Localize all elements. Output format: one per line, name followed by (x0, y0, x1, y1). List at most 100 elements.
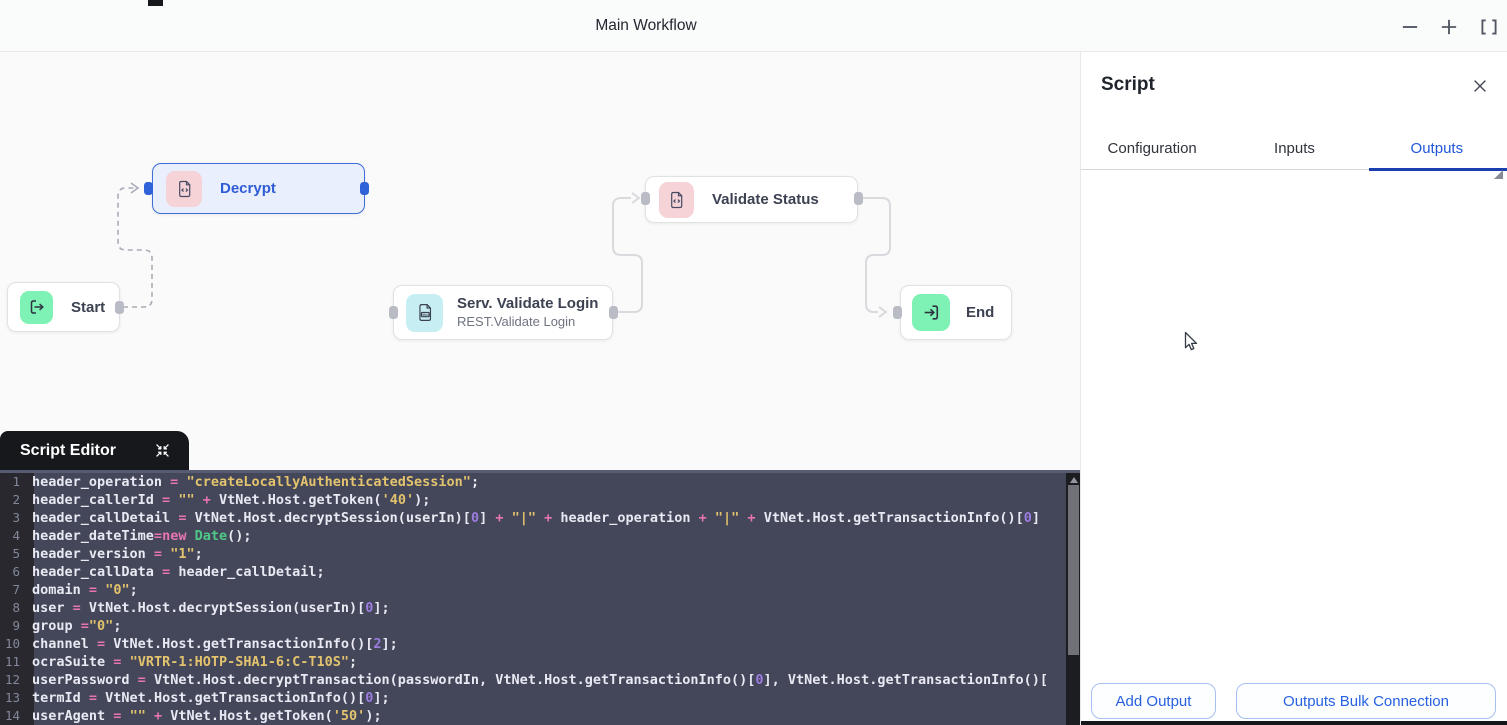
close-panel-button[interactable] (1471, 77, 1489, 95)
port-serv-in[interactable] (388, 305, 398, 319)
script-editor[interactable]: 1 header_operation = "createLocallyAuthen… (0, 470, 1082, 725)
node-start[interactable]: Start (7, 282, 120, 332)
code-text: header_operation = "createLocallyAuthent… (32, 474, 480, 490)
script-editor-title: Script Editor (20, 441, 117, 459)
port-start-out[interactable] (114, 300, 124, 314)
line-number: 9 (12, 618, 20, 633)
node-serv-subtitle: REST.Validate Login (457, 314, 576, 330)
code-text: channel = VtNet.Host.getTransactionInfo(… (32, 636, 398, 652)
port-decrypt-in[interactable] (144, 182, 153, 195)
port-end-in[interactable] (892, 305, 902, 319)
port-serv-out[interactable] (608, 305, 618, 319)
code-line[interactable]: 8 user = VtNet.Host.decryptSession(userIn… (0, 599, 1066, 617)
outputs-bulk-connection-button[interactable]: Outputs Bulk Connection (1236, 683, 1496, 719)
node-start-label: Start (71, 298, 106, 316)
code-text: header_callDetail = VtNet.Host.decryptSe… (32, 510, 1041, 526)
node-validate-status-label: Validate Status (712, 191, 819, 208)
plus-icon (1441, 19, 1457, 35)
https-file-icon: https (406, 293, 443, 332)
line-number: 1 (12, 474, 20, 489)
code-text: ocraSuite = "VRTR-1:HOTP-SHA1-6:C-T10S"; (32, 654, 358, 670)
line-number: 13 (4, 690, 20, 705)
code-line[interactable]: 5 header_version = "1"; (0, 545, 1066, 563)
https-icon-label: https (421, 313, 429, 317)
code-line[interactable]: 2 header_callerId = "" + VtNet.Host.getTo… (0, 491, 1066, 509)
line-number: 11 (4, 654, 20, 669)
port-validate-in[interactable] (640, 191, 650, 205)
code-line[interactable]: 11 ocraSuite = "VRTR-1:HOTP-SHA1-6:C-T10S… (0, 653, 1066, 671)
tab-outputs[interactable]: Outputs (1410, 140, 1464, 157)
edge-serv-validate (612, 197, 643, 313)
scroll-up-icon[interactable] (1070, 477, 1078, 483)
code-text: user = VtNet.Host.decryptSession(userIn)… (32, 600, 390, 616)
close-icon (1474, 80, 1486, 92)
line-number: 2 (12, 492, 20, 507)
code-text: termId = VtNet.Host.getTransactionInfo()… (32, 690, 390, 706)
fullscreen-icon (1481, 19, 1497, 35)
script-properties-panel: Script Configuration Inputs Outputs Add … (1080, 52, 1507, 725)
code-line[interactable]: 12 userPassword = VtNet.Host.decryptTrans… (0, 671, 1066, 689)
code-text: userAgent = "" + VtNet.Host.getToken('50… (32, 708, 382, 724)
node-end[interactable]: End (900, 285, 1012, 340)
panel-bottom-strip (1081, 721, 1507, 725)
node-serv-title: Serv. Validate Login (457, 294, 599, 312)
line-number: 10 (4, 636, 20, 651)
code-line[interactable]: 6 header_callData = header_callDetail; (0, 563, 1066, 581)
line-number: 12 (4, 672, 20, 687)
node-serv-validate-login[interactable]: https Serv. Validate Login REST.Validate… (393, 285, 613, 340)
active-tab-underline (1369, 168, 1507, 171)
line-number: 3 (12, 510, 20, 525)
port-decrypt-out[interactable] (360, 182, 369, 195)
code-text: header_callData = header_callDetail; (32, 564, 325, 580)
collapse-icon (156, 444, 169, 457)
node-end-label: End (966, 304, 995, 321)
resize-grip-icon[interactable] (1494, 170, 1503, 179)
code-text: header_version = "1"; (32, 546, 203, 562)
code-line[interactable]: 13 termId = VtNet.Host.getTransactionInfo… (0, 689, 1066, 707)
zoom-button[interactable] (1437, 15, 1461, 39)
top-edge-notch (148, 0, 163, 6)
window-title: Main Workflow (595, 17, 697, 34)
edge-validate-end (860, 197, 891, 313)
code-text: userPassword = VtNet.Host.decryptTransac… (32, 672, 1049, 688)
end-icon (912, 294, 950, 331)
fullscreen-button[interactable] (1477, 15, 1501, 39)
node-decrypt-label: Decrypt (220, 180, 276, 197)
panel-title: Script (1101, 74, 1155, 95)
code-area[interactable]: 1 header_operation = "createLocallyAuthen… (0, 473, 1066, 725)
code-line[interactable]: 3 header_callDetail = VtNet.Host.decryptS… (0, 509, 1066, 527)
script-editor-tab[interactable]: Script Editor (0, 431, 189, 470)
minimize-icon (1402, 26, 1418, 28)
port-validate-out[interactable] (853, 191, 863, 205)
line-number: 5 (12, 546, 20, 561)
edge-start-decrypt-arrow (130, 182, 140, 194)
line-number: 7 (12, 582, 20, 597)
add-output-button[interactable]: Add Output (1091, 683, 1216, 719)
code-text: header_callerId = "" + VtNet.Host.getTok… (32, 492, 431, 508)
edge-serv-validate-arrow (631, 192, 641, 204)
collapse-editor-button[interactable] (154, 442, 171, 459)
titlebar: Main Workflow (0, 0, 1507, 52)
node-decrypt[interactable]: Decrypt (152, 163, 365, 214)
mouse-cursor (1184, 331, 1199, 357)
script-file-icon (659, 181, 694, 218)
edge-validate-end-arrow (878, 306, 888, 318)
code-line[interactable]: 1 header_operation = "createLocallyAuthen… (0, 473, 1066, 491)
panel-tabbar: Configuration Inputs Outputs (1081, 128, 1507, 171)
editor-scrollbar[interactable] (1066, 473, 1082, 725)
line-number: 8 (12, 600, 20, 615)
edge-start-decrypt (117, 187, 153, 308)
tab-inputs[interactable]: Inputs (1274, 140, 1315, 157)
minimize-button[interactable] (1398, 15, 1422, 39)
tab-configuration[interactable]: Configuration (1107, 140, 1197, 157)
line-number: 6 (12, 564, 20, 579)
line-number: 4 (12, 528, 20, 543)
workflow-edges (117, 182, 891, 318)
editor-scrollbar-thumb[interactable] (1068, 485, 1079, 655)
node-validate-status[interactable]: Validate Status (645, 176, 858, 223)
code-line[interactable]: 10 channel = VtNet.Host.getTransactionInf… (0, 635, 1066, 653)
